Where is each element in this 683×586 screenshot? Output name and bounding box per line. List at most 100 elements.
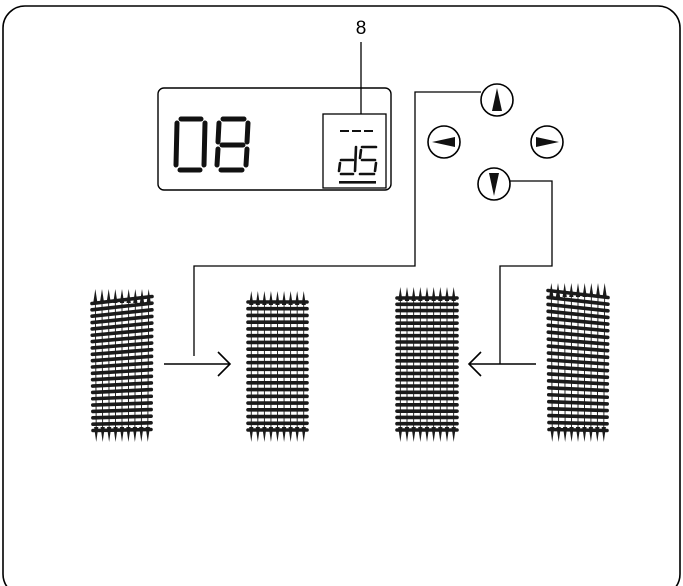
stitch-spike: [575, 283, 581, 297]
digit-0: [173, 116, 208, 173]
stitch-spike: [133, 289, 138, 303]
stitch-spike: [262, 291, 267, 305]
arrow-left: [467, 351, 536, 377]
stitch-spike: [451, 287, 456, 301]
stitch-column: [147, 299, 150, 431]
stitch-spike: [288, 427, 293, 442]
stitch-column: [101, 299, 104, 431]
stitch-spike: [398, 427, 403, 442]
stitch-spike: [404, 427, 410, 442]
stitch-spike: [444, 287, 450, 301]
stitch-spike: [255, 427, 260, 442]
mode-indicator-box: [322, 113, 387, 189]
stitch-sample-4: [546, 283, 610, 442]
connector-up: [193, 91, 481, 356]
stitch-spike: [556, 427, 561, 442]
stitch-spike: [249, 291, 254, 305]
down-button[interactable]: [477, 167, 511, 201]
stitch-spike: [418, 427, 423, 442]
digit-8: [214, 116, 251, 173]
stitch-spike: [139, 289, 145, 303]
stitch-spike: [106, 427, 112, 442]
stitch-spike: [595, 427, 600, 442]
stitch-spike: [451, 427, 456, 442]
stitch-spike: [295, 291, 300, 305]
stitch-spike: [275, 427, 280, 442]
up-arrow-icon: [492, 88, 502, 111]
stitch-column: [550, 293, 553, 431]
digit-display: [173, 116, 251, 173]
stitch-spike: [588, 427, 594, 442]
stitch-spike: [398, 287, 403, 301]
stitch-spike: [119, 427, 125, 442]
stitch-spike: [404, 287, 410, 301]
stitch-sample-3: [395, 287, 459, 442]
stitch-spike: [444, 427, 450, 442]
stitch-spike: [146, 289, 151, 303]
stitch-spike: [106, 289, 111, 303]
stitch-spike: [249, 427, 254, 442]
stitch-spike: [262, 427, 267, 442]
stitch-spike: [431, 427, 436, 442]
stitch-sample-1: [90, 289, 154, 442]
stitch-spike: [100, 427, 105, 442]
stitch-spike: [99, 289, 105, 303]
stitch-spike: [268, 427, 274, 442]
stitch-spike: [113, 289, 118, 303]
stitch-column: [557, 293, 560, 431]
left-arrow-icon: [432, 137, 455, 147]
stitch-column: [603, 293, 606, 431]
stitch-spike: [301, 427, 306, 442]
mode-underline: [339, 181, 376, 184]
stitch-spike: [595, 283, 601, 297]
stitch-spike: [145, 427, 150, 442]
right-button[interactable]: [530, 125, 564, 159]
stitch-spike: [93, 289, 98, 303]
stitch-spike: [424, 427, 430, 442]
stitch-spike: [424, 287, 430, 301]
stitch-spike: [582, 283, 587, 297]
stitch-spike: [275, 291, 280, 305]
stitch-spike: [126, 289, 131, 303]
stitch-spike: [281, 427, 287, 442]
stitch-spike: [255, 291, 260, 305]
stitch-spike: [126, 427, 131, 442]
up-button[interactable]: [480, 83, 514, 117]
stitch-spike: [582, 427, 587, 442]
stitch-spike: [301, 291, 306, 305]
stitch-spike: [119, 289, 125, 303]
stitch-spike: [555, 283, 561, 297]
stitch-spike: [589, 283, 594, 297]
stitch-spike: [438, 427, 443, 442]
stitch-spike: [288, 291, 293, 305]
mode-top-dashes: [340, 130, 373, 132]
diagram-frame: [2, 5, 681, 586]
stitch-spike: [411, 287, 416, 301]
stitch-spike: [431, 287, 436, 301]
stitch-sample-2: [246, 291, 309, 442]
right-arrow-icon: [536, 137, 559, 147]
mode-ds-segments: [337, 145, 378, 176]
stitch-spike: [569, 427, 574, 442]
stitch-spike: [602, 283, 607, 297]
connector-down: [499, 180, 553, 364]
stitch-spike: [569, 283, 574, 297]
stitch-column: [596, 293, 599, 431]
stitch-spike: [562, 427, 568, 442]
stitch-spike: [295, 427, 300, 442]
stitch-spike: [418, 287, 423, 301]
stitch-spike: [139, 427, 144, 442]
stitch-spike: [113, 427, 118, 442]
stitch-spike: [94, 427, 99, 442]
down-arrow-icon: [489, 173, 499, 196]
left-button[interactable]: [427, 125, 461, 159]
stitch-spike: [562, 283, 567, 297]
stitch-spike: [268, 291, 274, 305]
stitch-column: [140, 299, 143, 431]
stitch-spike: [549, 283, 554, 297]
arrow-right: [164, 351, 232, 377]
stitch-column: [94, 299, 97, 431]
stitch-spike: [438, 287, 443, 301]
stitch-spike: [411, 427, 416, 442]
